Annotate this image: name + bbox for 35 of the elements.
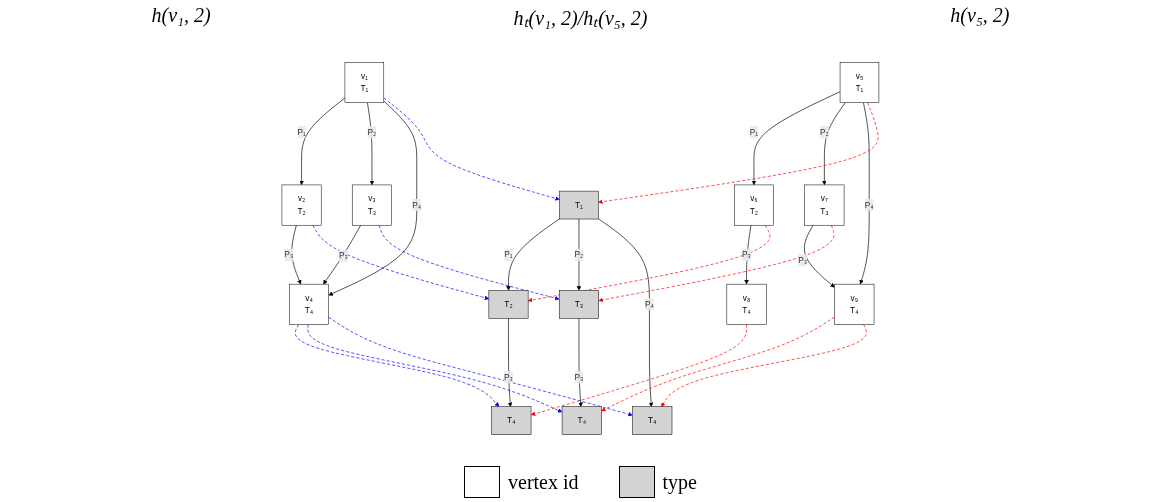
legend-label: type (662, 470, 697, 494)
node-box: T₄ (561, 406, 602, 435)
edge-label: P₂ (367, 127, 377, 137)
edge-label: P₁ (749, 127, 759, 137)
edge-label: P₃ (742, 250, 751, 259)
node-box: v₅ T₁ (839, 62, 880, 103)
edge-label: P₁ (297, 127, 306, 137)
edge-label: P₃ (504, 372, 513, 382)
edge-label: P₃ (574, 372, 584, 382)
node-box: v₆ T₂ (734, 184, 774, 226)
edge-label: P₃ (339, 251, 348, 260)
node-box: v₂ T₂ (281, 184, 322, 226)
node-box: v₃ T₃ (351, 184, 392, 226)
node-box: T₃ (559, 290, 599, 319)
node-box: T₁ (559, 190, 599, 220)
edge-label: P₄ (412, 200, 422, 210)
edge-label: P₃ (798, 255, 808, 265)
node-box: T₄ (632, 406, 673, 435)
edge-label: P₄ (644, 299, 654, 309)
node-box: v₄ T₄ (289, 283, 329, 325)
legend-label: vertex id (508, 470, 579, 494)
tree-heading: h(v₅, 2) (950, 4, 1010, 29)
node-box: v₇ T₃ (804, 184, 845, 226)
node-box: v₁ T₁ (344, 62, 385, 103)
tree-heading: h(v₁, 2) (151, 4, 211, 29)
tree-heading: hₜ(v₁, 2)/hₜ(v₅, 2) (513, 6, 648, 31)
node-box: T₄ (491, 406, 532, 435)
node-box: T₂ (488, 290, 529, 319)
edge-label: P₃ (284, 250, 294, 259)
edge-label: P₄ (864, 200, 874, 210)
node-box: v₉ T₄ (834, 283, 875, 325)
edge-label: P₂ (574, 250, 584, 259)
edge-label: P₁ (504, 250, 513, 259)
node-box: v₈ T₄ (726, 283, 767, 325)
edge-label: P₂ (819, 127, 829, 137)
